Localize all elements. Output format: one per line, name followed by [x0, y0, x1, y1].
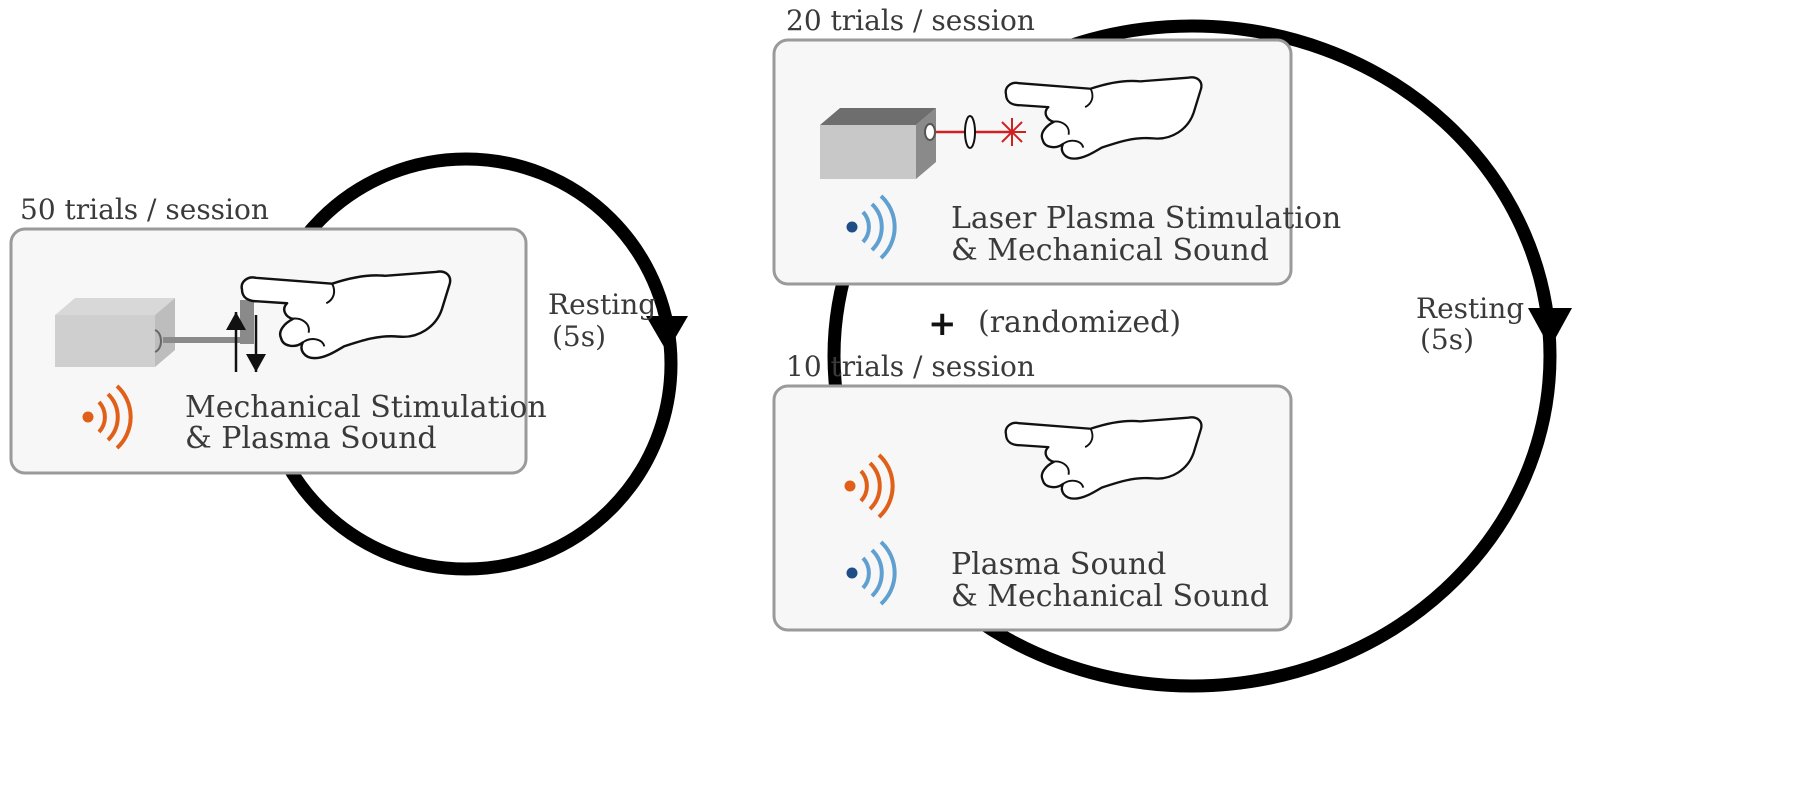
right-cycle-arrow [827, 19, 1572, 693]
mechanical-stimulator-icon [55, 298, 266, 372]
left-trials-label: 50 trials / session [20, 193, 269, 226]
right-bottom-trials-label: 10 trials / session [786, 350, 1035, 383]
left-condition-line1: Mechanical Stimulation [185, 390, 547, 425]
plasma-sound-icon [844, 453, 895, 519]
plus-sign: + [928, 304, 957, 344]
right-bottom-condition-line2: & Mechanical Sound [951, 579, 1269, 614]
mechanical-sound-icon [846, 194, 897, 260]
plasma-spark-icon [998, 118, 1026, 146]
right-top-condition-line1: Laser Plasma Stimulation [951, 201, 1342, 236]
right-resting-duration: (5s) [1420, 323, 1475, 356]
right-top-trials-label: 20 trials / session [786, 4, 1035, 37]
randomized-note: (randomized) [978, 305, 1182, 340]
right-bottom-condition-line1: Plasma Sound [951, 547, 1167, 582]
left-condition-line2: & Plasma Sound [185, 421, 437, 456]
left-resting-label: Resting [548, 288, 657, 321]
right-resting-label: Resting [1416, 292, 1525, 325]
mechanical-sound-icon [846, 540, 897, 606]
right-cycle-arrowhead [1528, 308, 1572, 348]
left-resting-duration: (5s) [552, 320, 607, 353]
right-top-condition-line2: & Mechanical Sound [951, 233, 1269, 268]
left-cycle-arrowhead [646, 316, 688, 352]
lens-icon [964, 115, 976, 149]
plasma-sound-icon [82, 384, 133, 450]
